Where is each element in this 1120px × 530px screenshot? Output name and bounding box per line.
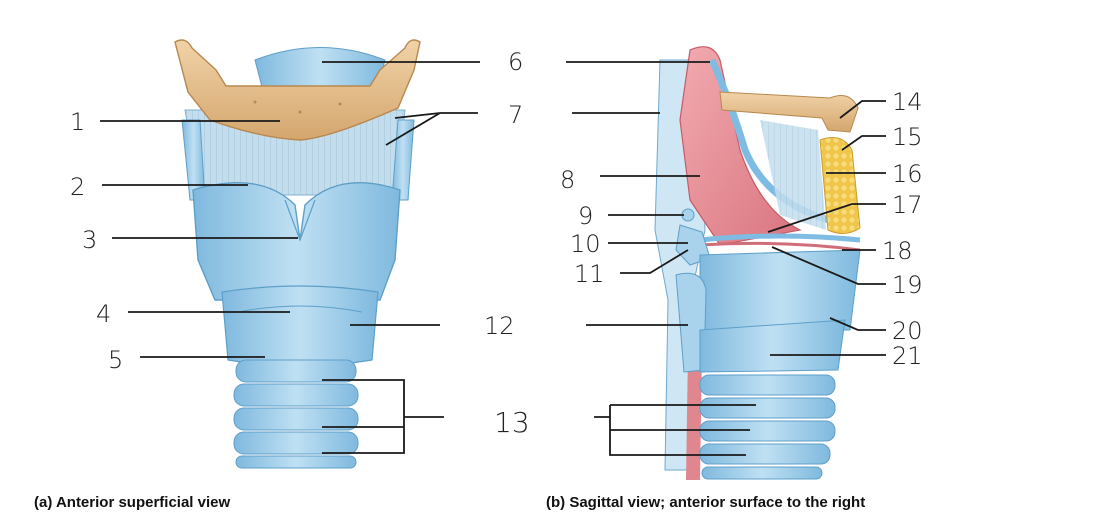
label-15: 15 [892, 123, 923, 151]
tracheal-rings-b [699, 374, 836, 480]
sagittal-view [654, 46, 861, 480]
leader-19 [771, 246, 886, 285]
label-8: 8 [560, 166, 575, 194]
label-12: 12 [484, 312, 515, 340]
label-6: 6 [508, 48, 523, 76]
label-20: 20 [892, 317, 923, 345]
label-17: 17 [892, 191, 923, 219]
vocal-fold-line [699, 241, 861, 252]
esophagus-strip [686, 350, 702, 480]
caption-sagittal-view: (b) Sagittal view; anterior surface to t… [546, 494, 866, 511]
label-19: 19 [892, 271, 923, 299]
label-3: 3 [82, 226, 97, 254]
label-11: 11 [574, 260, 605, 288]
leader-13b [594, 404, 756, 456]
label-16: 16 [892, 160, 923, 188]
leader-17 [767, 203, 886, 233]
hyoid-bone-shape [174, 39, 421, 141]
vocal-ligament-line [699, 233, 861, 243]
leader-11 [620, 249, 689, 274]
cricoid-cartilage-shape [221, 285, 379, 367]
leader-20 [829, 317, 886, 331]
anterior-view [174, 39, 421, 469]
label-7: 7 [508, 101, 523, 129]
cricoid-arch-shape [699, 319, 846, 373]
label-5: 5 [108, 346, 123, 374]
epiglottis-sagittal-shape [679, 46, 802, 246]
label-18: 18 [882, 237, 913, 265]
label-2: 2 [70, 173, 85, 201]
number-labels: 1 2 3 4 5 6 7 8 9 10 11 12 13 14 15 16 1… [70, 48, 923, 439]
label-10: 10 [570, 230, 601, 258]
hyoid-sagittal-shape [719, 91, 859, 133]
superior-horn-right [391, 119, 415, 201]
tracheal-rings-a [233, 359, 359, 469]
label-9: 9 [578, 202, 593, 230]
leader-lines [100, 61, 886, 456]
label-13: 13 [494, 406, 530, 439]
leader-7 [385, 112, 478, 146]
membrane-sagittal [760, 120, 826, 230]
leader-15 [841, 135, 886, 151]
label-1: 1 [70, 108, 85, 136]
label-4: 4 [96, 300, 111, 328]
fat-pad-shape [819, 137, 861, 234]
label-21: 21 [892, 342, 923, 370]
thyroid-sagittal-shape [699, 249, 861, 331]
leader-13a [322, 379, 444, 454]
label-14: 14 [892, 88, 923, 116]
caption-anterior-view: (a) Anterior superficial view [34, 494, 231, 511]
thyroid-cartilage-shape [192, 182, 401, 301]
leader-14 [839, 100, 886, 119]
